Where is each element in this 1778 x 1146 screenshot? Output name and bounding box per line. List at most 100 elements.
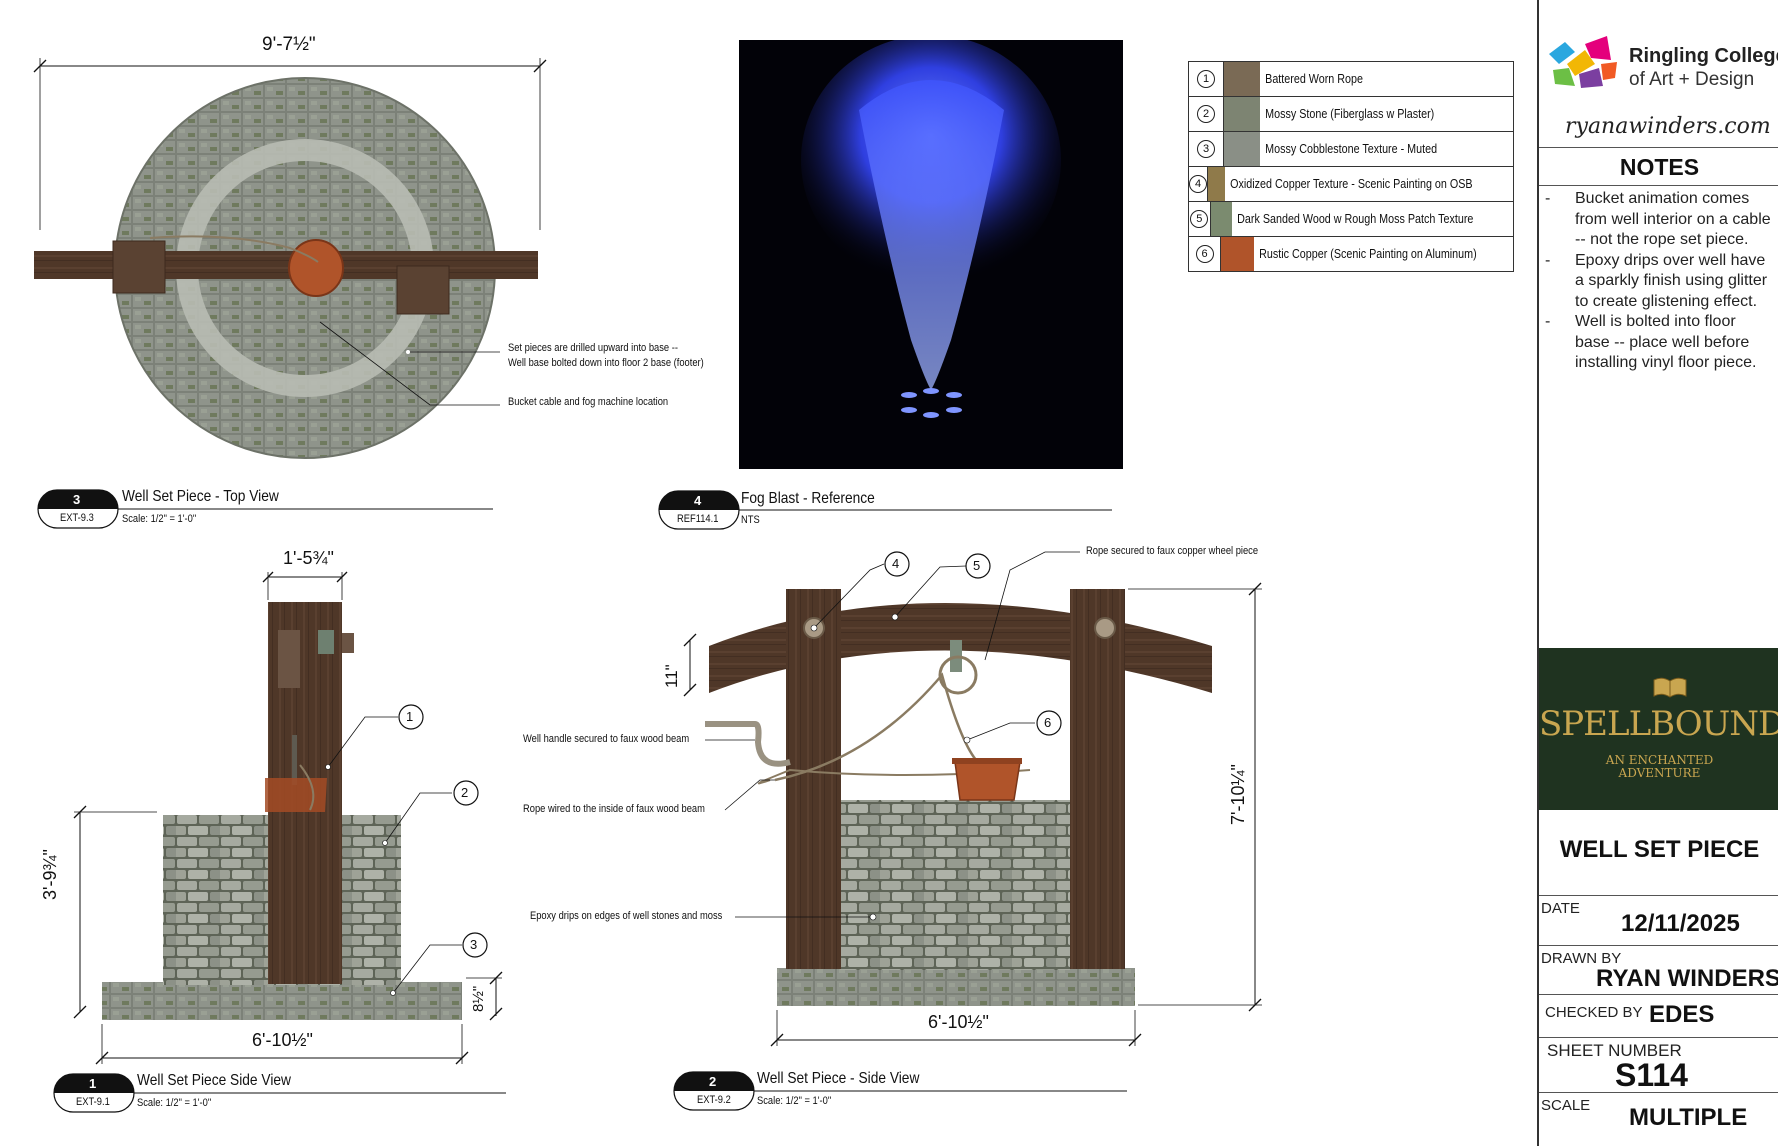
- tag-5: 5: [973, 558, 981, 573]
- view3-number: 3: [73, 492, 81, 507]
- view2-ref: EXT-9.2: [697, 1094, 731, 1106]
- top-note-1b: Well base bolted down into floor 2 base …: [508, 357, 704, 369]
- tag-circles: [398, 551, 1062, 958]
- leader-line: [966, 722, 1035, 741]
- legend-row: 2 Mossy Stone (Fiberglass w Plaster): [1189, 97, 1513, 132]
- leader-line: [724, 779, 775, 811]
- note-text: Bucket animation comes from well interio…: [1575, 190, 1771, 248]
- school-name: Ringling College: [1629, 45, 1778, 67]
- side1-height-label: 3'-9¾": [40, 849, 60, 900]
- view4-ref: REF114.1: [677, 513, 719, 525]
- title-block: Ringling College of Art + Design ryanawi…: [1537, 0, 1778, 1146]
- note-item: -Epoxy drips over well have a sparkly fi…: [1545, 251, 1773, 313]
- sheet-number-label: SHEET NUMBER: [1547, 1041, 1682, 1060]
- view-title-bar-3: [37, 489, 493, 529]
- leader-dot: [406, 350, 410, 354]
- materials-legend: 1 Battered Worn Rope 2 Mossy Stone (Fibe…: [1188, 61, 1514, 272]
- scale-value: MULTIPLE: [1629, 1104, 1748, 1131]
- leader-line: [984, 551, 1080, 661]
- leader-dot: [810, 624, 818, 632]
- show-logo-panel: SPELLBOUND AN ENCHANTED ADVENTURE: [1539, 648, 1778, 810]
- epoxy-note: Epoxy drips on edges of well stones and …: [530, 910, 723, 922]
- side1-width-label: 6'-10½": [252, 1030, 313, 1050]
- notes-heading: NOTES: [1619, 154, 1700, 180]
- view2-scale: Scale: 1/2" = 1'-0": [757, 1095, 832, 1107]
- show-title: SPELLBOUND: [1539, 704, 1778, 744]
- view2-title: Well Set Piece - Side View: [757, 1070, 920, 1087]
- ringling-logo-icon: [1549, 36, 1617, 88]
- tag-4: 4: [892, 556, 900, 571]
- well-handle-note: Well handle secured to faux wood beam: [523, 733, 690, 745]
- date-value: 12/11/2025: [1621, 910, 1740, 937]
- legend-number: 5: [1190, 210, 1209, 228]
- leader-dot: [963, 736, 971, 744]
- school-name-2: of Art + Design: [1629, 69, 1755, 90]
- note-text: Well is bolted into floor base -- place …: [1575, 313, 1757, 371]
- legend-number: 4: [1189, 175, 1207, 193]
- legend-label: Mossy Stone (Fiberglass w Plaster): [1265, 107, 1435, 121]
- tag-2: 2: [461, 785, 469, 800]
- view1-scale: Scale: 1/2" = 1'-0": [137, 1097, 212, 1109]
- tag-3: 3: [470, 937, 478, 952]
- leader-line: [392, 944, 462, 994]
- rustic-copper-swatch: [1221, 237, 1255, 271]
- drawn-by-label: DRAWN BY: [1541, 950, 1622, 967]
- drawing-sheet: [33, 58, 1262, 1113]
- top-note-1a: Set pieces are drilled upward into base …: [508, 342, 678, 354]
- side-view-2-drawing: [705, 589, 1212, 1006]
- tag-6: 6: [1044, 715, 1052, 730]
- rope-secured-note: Rope secured to faux copper wheel piece: [1086, 545, 1259, 557]
- rope-wired-note: Rope wired to the inside of faux wood be…: [523, 803, 705, 815]
- side-view-1-drawing: [102, 602, 462, 1020]
- view-title-bar-2: [673, 1071, 1127, 1111]
- wood-moss-swatch: [1210, 202, 1233, 236]
- legend-row: 1 Battered Worn Rope: [1189, 62, 1513, 97]
- legend-row: 4 Oxidized Copper Texture - Scenic Paint…: [1189, 167, 1513, 202]
- view-title-bar-1: [53, 1073, 506, 1113]
- view3-title: Well Set Piece - Top View: [122, 488, 279, 505]
- view4-number: 4: [694, 493, 702, 508]
- leader-line: [327, 716, 398, 768]
- view4-title: Fog Blast - Reference: [741, 490, 875, 507]
- legend-number: 2: [1197, 105, 1215, 123]
- view3-ref: EXT-9.3: [60, 512, 94, 524]
- note-text: Epoxy drips over well have a sparkly fin…: [1575, 251, 1768, 310]
- note-item: -Well is bolted into floor base -- place…: [1545, 312, 1773, 374]
- rope-swatch: [1224, 62, 1260, 96]
- leader-dot: [869, 913, 877, 921]
- show-subtitle-2: ADVENTURE: [1618, 766, 1701, 780]
- legend-label: Mossy Cobblestone Texture - Muted: [1265, 142, 1438, 156]
- leader-line: [894, 565, 967, 618]
- leader-line: [384, 792, 452, 844]
- legend-label: Battered Worn Rope: [1265, 72, 1363, 86]
- legend-number: 3: [1197, 140, 1215, 158]
- legend-number: 6: [1195, 245, 1214, 263]
- top-width-dimension: [33, 58, 547, 230]
- cobblestone-swatch: [1224, 132, 1260, 166]
- website-text: ryanawinders.com: [1565, 114, 1771, 139]
- side-view-1-dimensions: [73, 571, 503, 1065]
- side2-width-label: 6'-10½": [928, 1012, 989, 1032]
- checked-by-label: CHECKED BY: [1545, 1004, 1643, 1021]
- view1-ref: EXT-9.1: [76, 1096, 110, 1108]
- leader-line: [813, 563, 885, 629]
- tag-1: 1: [406, 709, 414, 724]
- legend-row: 5 Dark Sanded Wood w Rough Moss Patch Te…: [1189, 202, 1513, 237]
- leader-dot: [382, 840, 388, 846]
- checked-by-value: EDES: [1649, 1001, 1715, 1028]
- legend-label: Rustic Copper (Scenic Painting on Alumin…: [1259, 247, 1477, 261]
- top-width-label: 9'-7½": [262, 34, 316, 55]
- leader-dot: [325, 764, 331, 770]
- leader-line: [319, 321, 500, 406]
- view2-number: 2: [709, 1074, 717, 1089]
- view4-scale: NTS: [741, 514, 760, 526]
- notes-list: -Bucket animation comes from well interi…: [1545, 189, 1773, 374]
- side1-top-width-label: 1'-5¾": [283, 548, 334, 568]
- legend-number: 1: [1197, 70, 1215, 88]
- view-title-bar-4: [658, 490, 1112, 530]
- stone-swatch: [1224, 97, 1260, 131]
- view3-scale: Scale: 1/2" = 1'-0": [122, 513, 197, 525]
- date-label: DATE: [1541, 900, 1580, 917]
- show-subtitle-1: AN ENCHANTED: [1605, 753, 1714, 767]
- scale-label: SCALE: [1541, 1097, 1591, 1114]
